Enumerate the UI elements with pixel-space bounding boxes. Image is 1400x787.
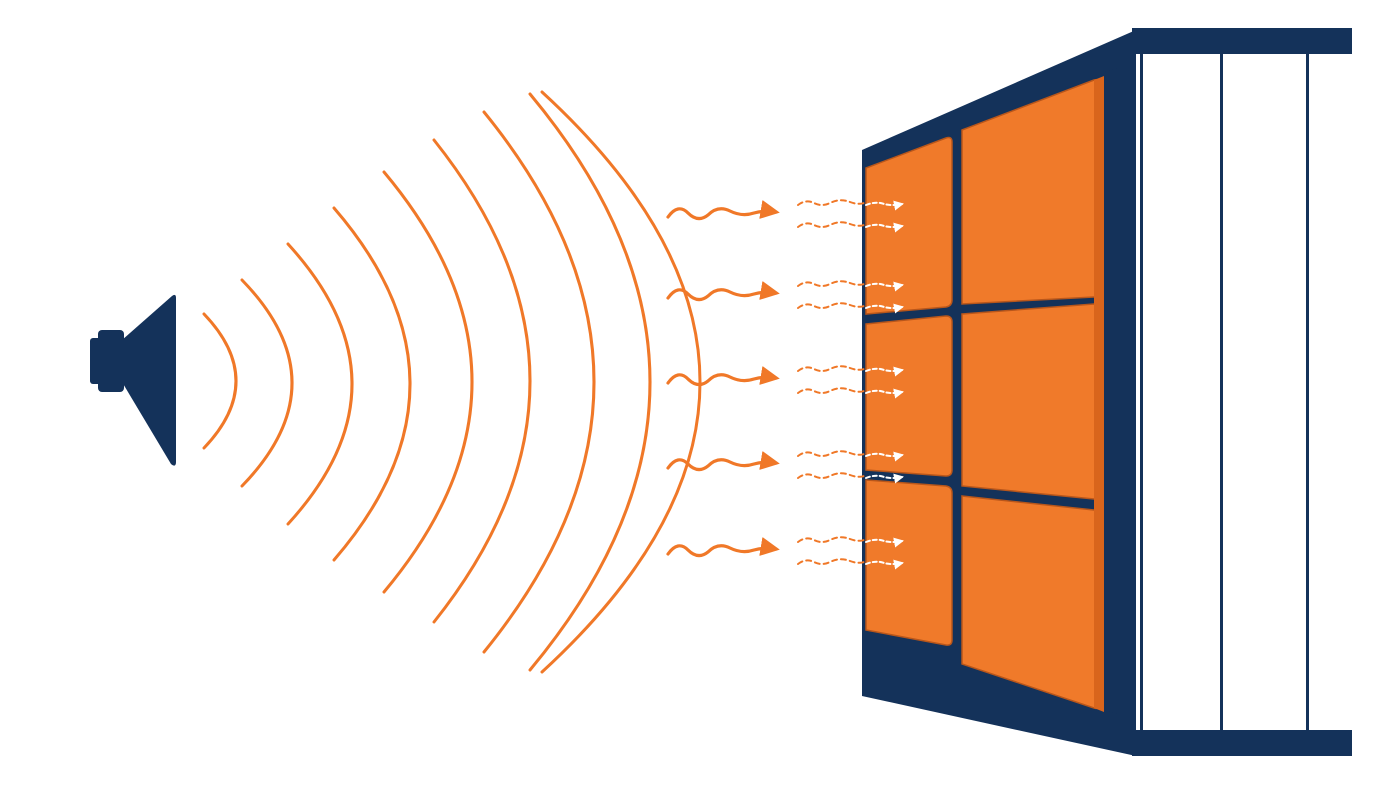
- sound-wave-arc: [482, 110, 596, 654]
- speaker-cone: [122, 294, 176, 466]
- dissipated-arrow-outside: [797, 450, 865, 457]
- panel-side-shade: [1094, 76, 1104, 712]
- sound-wave-arc: [202, 312, 238, 450]
- sound-wave-arc: [332, 206, 412, 562]
- dissipated-arrow-inside: [865, 537, 904, 548]
- dissipated-arrow-inside: [865, 559, 904, 570]
- dissipated-arrow-outside: [797, 472, 865, 479]
- wall-stripe: [1220, 54, 1223, 730]
- dissipated-arrow-outside: [797, 302, 865, 309]
- incoming-wave-arrow: [666, 537, 780, 558]
- sound-wave-arc: [286, 242, 354, 526]
- incoming-wave-arrow: [666, 200, 780, 221]
- wall-frame-bottom: [1132, 730, 1352, 756]
- acoustic-foam-panel: [865, 479, 953, 646]
- dissipated-arrow-outside: [797, 221, 865, 228]
- dissipated-arrow-inside: [865, 366, 904, 377]
- dissipated-arrow-inside: [865, 303, 904, 314]
- sound-wave-arcs: [202, 90, 702, 674]
- incoming-wave-arrow: [666, 366, 780, 387]
- wall-surface: [1140, 54, 1352, 730]
- dissipated-arrow-outside: [797, 199, 865, 206]
- dissipated-arrow-inside: [865, 388, 904, 399]
- incoming-wave-arrow: [666, 281, 780, 302]
- dissipated-arrow-inside: [865, 200, 904, 211]
- acoustic-foam-panel: [865, 136, 953, 315]
- dissipated-arrow-outside: [797, 280, 865, 287]
- incoming-wave-arrow: [666, 451, 780, 472]
- wall-frame-top: [1132, 28, 1352, 54]
- wall-stripe: [1306, 54, 1309, 730]
- dissipated-sound-arrows: [797, 199, 904, 570]
- incoming-sound-arrows: [666, 200, 780, 558]
- dissipated-arrow-inside: [865, 473, 904, 484]
- acoustic-foam-panel: [865, 315, 953, 477]
- sound-wave-arc: [540, 90, 702, 674]
- sound-wave-arc: [432, 138, 532, 624]
- wall-stripe: [1140, 54, 1143, 730]
- dissipated-arrow-outside: [797, 536, 865, 543]
- dissipated-arrow-inside: [865, 281, 904, 292]
- dissipated-arrow-inside: [865, 451, 904, 462]
- dissipated-arrow-outside: [797, 558, 865, 565]
- speaker-icon: [90, 294, 176, 466]
- dissipated-arrow-outside: [797, 387, 865, 394]
- dissipated-arrow-outside: [797, 365, 865, 372]
- sound-wave-arc: [382, 170, 474, 594]
- acoustic-panel-grid: [865, 76, 1104, 712]
- wall-edge: [1104, 68, 1118, 714]
- sound-wave-arc: [528, 92, 652, 672]
- acoustic-foam-panel: [961, 303, 1103, 500]
- dissipated-arrow-inside: [865, 222, 904, 233]
- sound-wave-arc: [240, 278, 294, 488]
- speaker-body: [98, 330, 124, 392]
